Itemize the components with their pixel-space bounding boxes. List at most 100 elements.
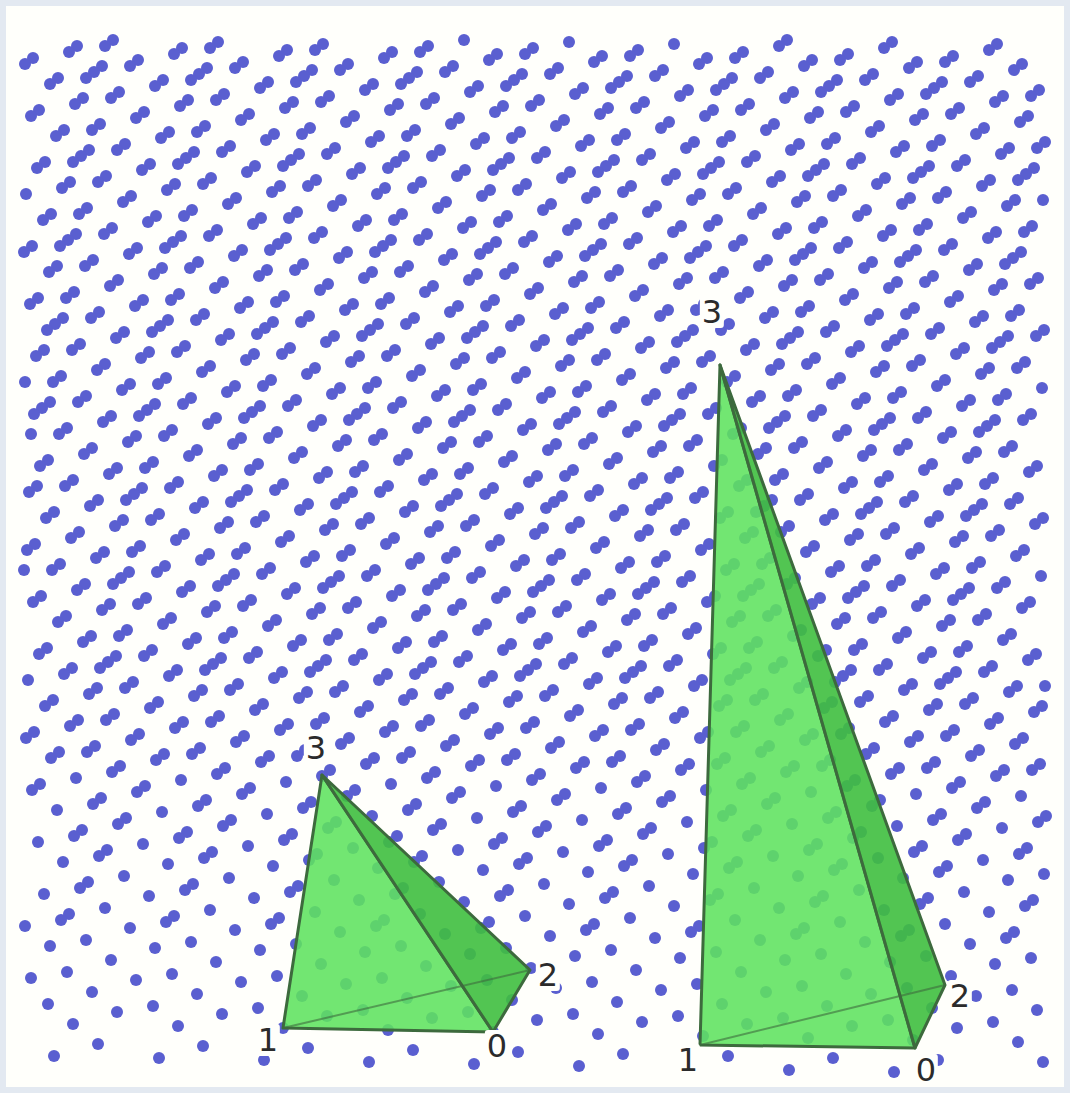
lattice-point [40, 512, 52, 524]
large-tetrahedron [700, 365, 945, 1048]
lattice-point [1016, 602, 1028, 614]
lattice-point [504, 508, 516, 520]
lattice-point [432, 202, 444, 214]
lattice-point [448, 416, 460, 428]
lattice-point [419, 286, 431, 298]
lattice-point [645, 504, 657, 516]
lattice-point [921, 762, 933, 774]
lattice-point [596, 594, 608, 606]
lattice-point [395, 78, 407, 90]
lattice-point [779, 92, 791, 104]
tetra-edge [700, 985, 945, 1045]
lattice-point [938, 244, 950, 256]
lattice-point [484, 728, 496, 740]
lattice-point [229, 62, 241, 74]
lattice-point [969, 316, 981, 328]
lattice-point [946, 782, 958, 794]
lattice-point [588, 56, 600, 68]
lattice-point [138, 650, 150, 662]
lattice-point [44, 78, 56, 90]
lattice-point [846, 158, 858, 170]
tetra-face [283, 775, 493, 1032]
lattice-point [291, 750, 303, 762]
lattice-point [55, 914, 67, 926]
lattice-point [402, 804, 414, 816]
lattice-point [24, 298, 36, 310]
lattice-point [1037, 194, 1049, 206]
lattice-point [565, 522, 577, 534]
lattice-point [266, 186, 278, 198]
lattice-point [463, 274, 475, 286]
lattice-point [880, 528, 892, 540]
lattice-point [668, 38, 680, 50]
lattice-point [38, 888, 50, 900]
lattice-point [263, 432, 275, 444]
lattice-point [559, 470, 571, 482]
lattice-point [802, 170, 814, 182]
lattice-point [438, 254, 450, 266]
lattice-point [623, 238, 635, 250]
lattice-point [964, 76, 976, 88]
lattice-point [531, 152, 543, 164]
lattice-point [133, 410, 145, 422]
lattice-point [211, 768, 223, 780]
lattice-point [1018, 226, 1030, 238]
lattice-point [669, 712, 681, 724]
lattice-point [19, 376, 31, 388]
lattice-point [842, 592, 854, 604]
lattice-point [227, 438, 239, 450]
lattice-point [584, 490, 596, 502]
lattice-point [80, 72, 92, 84]
lattice-point [986, 342, 998, 354]
lattice-point [454, 468, 466, 480]
lattice-point [379, 726, 391, 738]
lattice-point [985, 530, 997, 542]
lattice-point [96, 604, 108, 616]
lattice-point [242, 840, 254, 852]
lattice-point [939, 918, 951, 930]
lattice-point [1019, 900, 1031, 912]
lattice-point [142, 216, 154, 228]
lattice-point [776, 338, 788, 350]
lattice-point [71, 584, 83, 596]
lattice-point [411, 610, 423, 622]
lattice-point [149, 942, 161, 954]
lattice-point [295, 316, 307, 328]
lattice-point [333, 252, 345, 264]
lattice-point [671, 336, 683, 348]
lattice-point [898, 684, 910, 696]
lattice-point [885, 768, 897, 780]
lattice-point [619, 672, 631, 684]
lattice-point [66, 344, 78, 356]
lattice-point [577, 626, 589, 638]
lattice-point [512, 184, 524, 196]
lattice-point [164, 482, 176, 494]
lattice-point [525, 100, 537, 112]
lattice-point [848, 644, 860, 656]
lattice-point [387, 402, 399, 414]
lattice-point [110, 332, 122, 344]
lattice-point [269, 484, 281, 496]
lattice-point [330, 498, 342, 510]
lattice-point [371, 188, 383, 200]
vertex-number: 2 [536, 959, 560, 991]
lattice-point [540, 502, 552, 514]
lattice-point [564, 710, 576, 722]
lattice-point [883, 282, 895, 294]
lattice-point [964, 938, 976, 950]
lattice-point [908, 846, 920, 858]
lattice-point [672, 1010, 684, 1022]
lattice-point [113, 630, 125, 642]
lattice-point [340, 116, 352, 128]
lattice-point [185, 74, 197, 86]
lattice-point [648, 258, 660, 270]
lattice-point [477, 864, 489, 876]
lattice-point [523, 476, 535, 488]
lattice-point [18, 564, 30, 576]
lattice-point [782, 390, 794, 402]
lattice-point [394, 266, 406, 278]
lattice-point [566, 334, 578, 346]
lattice-point [380, 538, 392, 550]
vertex-number: 0 [914, 1054, 938, 1086]
